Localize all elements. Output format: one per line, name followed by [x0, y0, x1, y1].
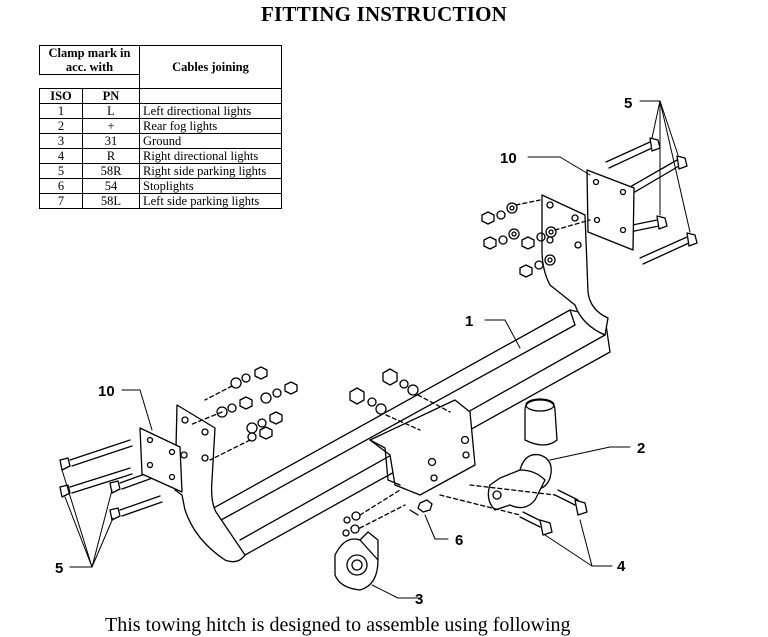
callout-5-top: 5: [624, 95, 632, 112]
footer-text: This towing hitch is designed to assembl…: [105, 614, 571, 636]
tow-ball: [487, 398, 558, 511]
left-plate: [139, 427, 183, 493]
socket-screws: [342, 489, 433, 537]
table-row: 1 L Left directional lights: [39, 103, 282, 119]
callout-6: 6: [455, 532, 463, 549]
callout-4: 4: [617, 558, 626, 575]
left-nuts: [189, 366, 298, 461]
lower-bolts: [439, 484, 588, 536]
cable-cell: Right directional lights: [139, 148, 282, 164]
left-bracket: [174, 404, 246, 563]
callout-10-top: 10: [500, 150, 517, 167]
right-bracket: [541, 194, 609, 336]
cable-cell: Left directional lights: [139, 103, 282, 119]
cable-cell: Left side parking lights: [139, 193, 282, 209]
header-clamp-mark: Clamp mark in acc. with: [39, 45, 140, 75]
callout-5-bottom: 5: [55, 560, 63, 577]
cable-joining-table: Clamp mark in acc. with Cables joining I…: [39, 45, 282, 209]
upper-right-plate: [586, 169, 635, 251]
socket-plate: [334, 531, 379, 591]
center-nuts: [349, 368, 451, 431]
table-row: 6 54 Stoplights: [39, 178, 282, 194]
page-title: FITTING INSTRUCTION: [261, 2, 507, 26]
callout-2: 2: [637, 440, 645, 457]
leader-lines: [61, 100, 691, 599]
callout-3: 3: [415, 591, 423, 608]
center-mount-bracket: [369, 399, 476, 496]
header-cables-joining: Cables joining: [139, 45, 282, 89]
callout-1: 1: [465, 313, 473, 330]
pn-cell: 58R: [82, 163, 140, 179]
callout-10-left: 10: [98, 383, 115, 400]
table-row: 7 58L Left side parking lights: [39, 193, 282, 209]
upper-right-bolts: [605, 137, 698, 265]
cable-cell: Stoplights: [139, 178, 282, 194]
upper-right-nuts: [481, 199, 591, 278]
